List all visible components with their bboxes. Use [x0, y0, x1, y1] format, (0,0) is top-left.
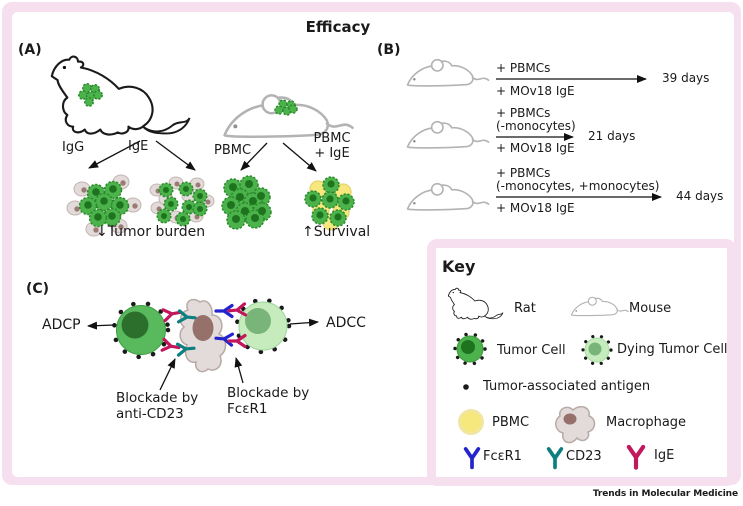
adcp-tumor-cell: [111, 300, 171, 360]
blockade-fcer1-label: Blockade by FcεR1: [227, 385, 310, 417]
adcc-arrow: [289, 318, 319, 327]
b2-treatment-bottom: + MOv18 IgE: [496, 141, 575, 155]
fcer1-icon: [463, 447, 481, 470]
mouse-tumor-icon: [274, 99, 298, 116]
ige-arrow: [155, 140, 196, 171]
key-ige-label: IgE: [654, 448, 675, 463]
macrophage-icon: [555, 405, 596, 444]
panel-b-label: (B): [377, 42, 401, 58]
mouse-icon: [570, 296, 629, 317]
b3-treatment-top: + PBMCs: [496, 166, 551, 180]
ige-tumor-cluster: [149, 176, 215, 227]
pbmc-ige-cluster: [304, 176, 355, 231]
mouse-illustration: [223, 94, 354, 138]
panel-b-mice: [406, 58, 490, 211]
adcc-label: ADCC: [326, 315, 366, 331]
antigen-dot-icon: [463, 384, 469, 390]
adcp-label: ADCP: [42, 317, 81, 333]
adcc-dying-tumor-cell: [234, 297, 292, 355]
ige-icon: [629, 447, 643, 468]
cd23-icon: [546, 447, 564, 470]
pbmc-label: PBMC: [214, 143, 252, 158]
b3-treatment-bottom: + MOv18 IgE: [496, 201, 575, 215]
page-title: Efficacy: [305, 18, 371, 36]
key-tumor-cell-label: Tumor Cell: [497, 343, 566, 358]
b1-treatment-bottom: + MOv18 IgE: [496, 84, 575, 98]
dying-tumor-cell-icon: [581, 334, 613, 366]
key-mouse-label: Mouse: [629, 301, 672, 316]
rat-icon: [447, 287, 504, 320]
b2-treatment-note: (-monocytes): [496, 119, 576, 133]
blockade-cd23-label: Blockade by anti-CD23: [116, 390, 199, 422]
b1-treatment-top: + PBMCs: [496, 61, 551, 75]
b2-treatment-top: + PBMCs: [496, 106, 551, 120]
panel-c-label: (C): [26, 281, 50, 297]
journal-name: Trends in Molecular Medicine: [592, 489, 738, 499]
b2-survival-days: 21 days: [588, 129, 636, 143]
key-cd23-label: CD23: [566, 449, 602, 464]
key-pbmc-label: PBMC: [492, 415, 530, 430]
b3-treatment-note: (-monocytes, +monocytes): [496, 179, 660, 193]
key-fcer1-label: FcεR1: [483, 449, 522, 464]
rat-illustration: [50, 55, 191, 136]
key-macrophage-label: Macrophage: [606, 415, 687, 430]
b3-survival-days: 44 days: [676, 189, 724, 203]
adcp-arrow: [87, 321, 115, 330]
pbmc-arrow: [240, 142, 268, 171]
key-heading: Key: [442, 257, 476, 276]
rat-tumor-icon: [78, 83, 103, 107]
pbmc-tumor-cluster: [221, 175, 272, 230]
key-panel: [427, 239, 736, 486]
pbmc-icon: [458, 409, 484, 435]
survival-label: ↑Survival: [302, 224, 371, 240]
key-antigen-label: Tumor-associated antigen: [483, 379, 651, 394]
panel-a-label: (A): [18, 42, 42, 58]
blockade-cd23-arrow: [159, 358, 176, 391]
pbmc-ige-label: PBMC + IgE: [313, 131, 351, 162]
blockade-fcer1-arrow: [234, 357, 244, 384]
tumor-cell-icon: [453, 332, 487, 366]
pbmc-ige-arrow: [282, 142, 317, 172]
igg-tumor-cluster: [66, 174, 142, 237]
key-dying-tumor-cell-label: Dying Tumor Cell: [617, 342, 728, 357]
tumor-burden-label: ↓Tumor burden: [96, 224, 206, 240]
ige-label: IgE: [128, 139, 149, 154]
igg-label: IgG: [62, 140, 85, 155]
key-rat-label: Rat: [514, 301, 536, 316]
b1-survival-days: 39 days: [662, 71, 710, 85]
igg-arrow: [88, 140, 141, 169]
